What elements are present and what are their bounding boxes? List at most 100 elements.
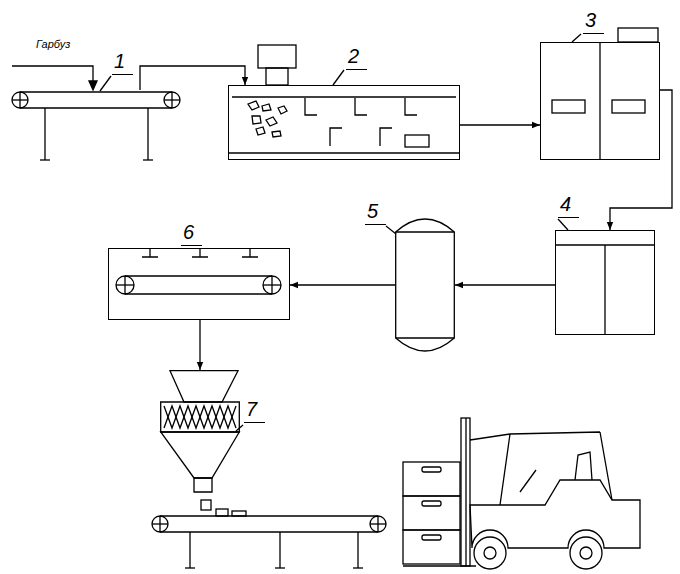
flow-arrow [455,284,555,285]
callout-number: 3 [583,9,604,34]
conveyor-unit: 1 [12,90,182,162]
belt-conveyor [19,92,20,108]
spray-conveyor-detail [116,276,134,294]
input-arrow [12,66,97,90]
packing-conveyor [189,532,190,568]
forklift [580,547,592,559]
vessel-unit: 5 [395,212,455,358]
packing-conveyor [377,516,378,532]
packing-conveyor [370,516,386,532]
flow-arrow [199,320,200,370]
dryer-detail [555,245,655,335]
forklift [422,501,441,506]
spray-conveyor-detail [142,249,258,257]
flow-arrow [460,124,540,125]
hopper-outline [170,371,238,402]
forklift [575,452,592,480]
washer-detail [330,128,392,146]
hopper-outline [164,406,236,428]
belt-conveyor [44,108,45,160]
leader-line [558,219,568,230]
washer-unit: 2 [228,85,460,160]
packing-conveyor [160,515,378,516]
blancher-detail [552,100,585,113]
belt-conveyor [164,92,180,108]
forklift [403,462,460,496]
leader-line [100,34,581,431]
blancher-unit: 3 [540,42,660,160]
vessel-outline [395,212,455,358]
spray-conveyor-detail [263,276,281,294]
packing-conveyor [201,500,211,510]
vessel-outline [396,337,455,338]
leader-line [100,76,111,91]
packing-conveyor [353,567,363,568]
callout-number: 1 [112,50,133,75]
packing-conveyor [152,516,168,532]
hopper-outline [194,478,212,492]
flow-arrow [610,90,672,230]
flow-arrow [290,284,395,285]
packing-conveyor [185,567,195,568]
blancher-detail [612,100,645,113]
forklift [461,418,470,566]
flow-arrow [140,66,245,90]
input-arrow [12,66,93,82]
packing-conveyor [159,516,160,532]
belt-conveyor [20,91,172,92]
washer-detail [228,152,460,153]
leader-line [386,226,396,234]
spray-conveyor-detail [125,275,272,276]
packing-conveyor [152,500,386,568]
belt-conveyor [147,108,148,160]
hopper-outline [161,432,240,478]
vessel-outline [396,219,455,351]
input-arrow [89,81,97,90]
hopper-unit: 7 [160,370,240,495]
washer-detail [248,101,287,137]
callout-number: 7 [244,398,265,423]
washer-detail [305,98,417,115]
input-label: Гарбуз [36,38,70,51]
packing-conveyor [279,532,280,568]
packing-conveyor [160,531,378,532]
washer-detail [232,96,456,97]
spray-conveyor-detail [116,249,281,294]
spray-conveyor-detail [124,276,125,294]
blancher-detail [552,28,658,160]
washer-detail [405,135,429,147]
washer-detail [266,68,288,85]
forklift [403,496,460,530]
callout-number: 6 [181,221,202,246]
forklift [403,530,460,564]
belt-conveyor [143,159,153,160]
washer-detail [228,45,460,153]
dryer-unit: 4 [555,230,655,335]
callout-number: 5 [365,200,386,225]
packing-conveyor [232,511,246,516]
hopper-outline [160,370,240,495]
hopper-outline [164,406,236,428]
blancher-detail [618,28,658,42]
vessel-outline [396,231,455,232]
callout-number: 2 [346,45,367,70]
spray-unit: 6 [108,248,290,320]
belt-conveyor [20,107,172,108]
forklift [403,418,640,569]
packing-conveyor [275,567,285,568]
belt-conveyor [12,92,180,160]
forklift [470,432,612,505]
forklift [403,565,476,566]
packing-conveyor [357,532,358,568]
forklift [520,470,536,492]
blancher-detail [599,42,600,160]
spray-conveyor-detail [125,293,272,294]
leader-line [572,34,581,42]
packing-conveyor [216,509,228,516]
forklift [570,537,602,569]
dryer-detail [604,245,605,335]
hopper-outline [161,402,240,432]
forklift [422,535,441,540]
